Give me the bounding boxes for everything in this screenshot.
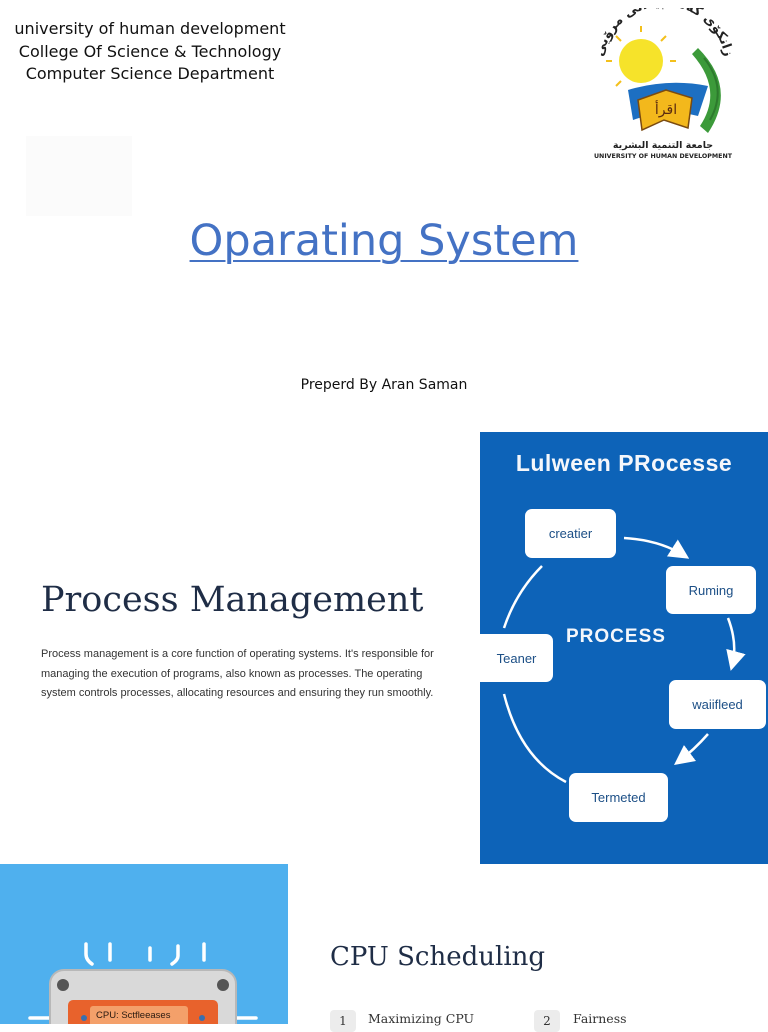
logo-book-text: اقرأ [655,100,677,118]
cpu-chip-label: CPU: Sctfleeases [96,1010,171,1021]
process-management-heading: Process Management [41,580,424,620]
process-node-teaner: Teaner [480,634,553,682]
department-name: Computer Science Department [25,64,275,83]
process-node-waiifleed: waiifleed [669,680,766,729]
item-number-badge: 2 [534,1010,560,1032]
scheduling-item-label: Maximizing CPU [368,1011,475,1026]
logo-english-text: UNIVERSITY OF HUMAN DEVELOPMENT [594,153,733,160]
university-name: university of human development [14,19,286,38]
author-line: Preperd By Aran Saman [300,377,468,393]
diagram-arrows [502,536,746,784]
college-name: College Of Science & Technology [18,41,282,61]
item-number-badge: 1 [330,1010,356,1032]
cpu-scheduling-heading: CPU Scheduling [330,942,546,972]
process-node-ruming: Ruming [666,566,756,614]
cpu-illustration [0,864,288,1024]
process-management-body: Process management is a core function of… [41,648,434,699]
logo-arabic-text: جامعة التنمية البشرية [613,140,713,151]
diagram-title: Lulween PRocesse [515,450,733,476]
diagram-center-label: PROCESS [566,626,666,647]
page-title[interactable]: Oparating System [189,216,579,266]
scheduling-item-label: Fairness [573,1011,627,1026]
university-logo: زانكۆی گەشەپێدانی مرۆیی اقرأ جامعة التنم… [588,0,738,163]
process-node-termeted: Termeted [569,773,668,822]
svg-text:زانكۆی گەشەپێدانی مرۆیی: زانكۆی گەشەپێدانی مرۆیی [592,8,736,58]
institution-header: university of human development College … [0,18,300,86]
process-lifecycle-diagram: Lulween PRocesse PROCESS creatier Ruming… [480,432,768,864]
blank-image-placeholder [26,136,132,216]
logo-kurdish-text: زانكۆی گەشەپێدانی مرۆیی [592,0,736,58]
process-node-creatier: creatier [525,509,616,558]
